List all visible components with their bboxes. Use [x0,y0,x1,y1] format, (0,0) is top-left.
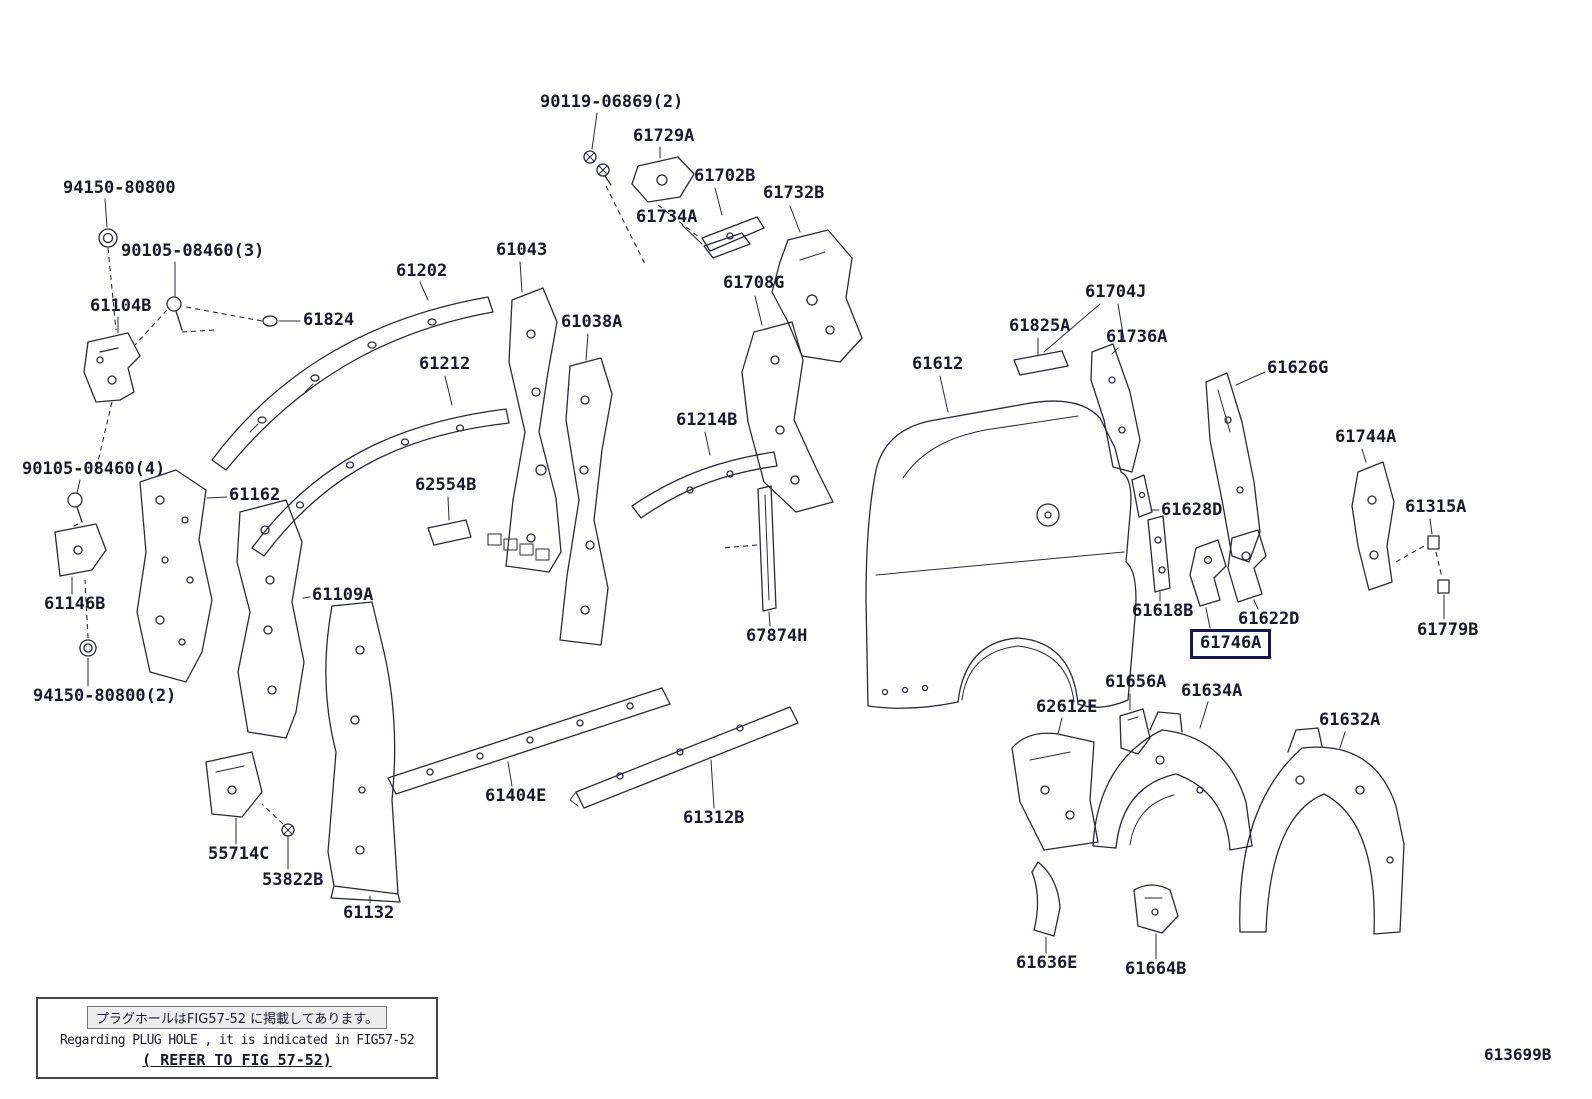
part-61636e-drawing [1031,861,1061,954]
part-label-94150-80800-2[interactable]: 94150-80800(2) [33,686,177,706]
part-label-61824[interactable]: 61824 [303,310,355,330]
part-label-61632a[interactable]: 61632A [1319,710,1381,730]
part-61664b-drawing [1133,884,1179,960]
part-label-61825a[interactable]: 61825A [1009,316,1071,336]
part-61618b-drawing [1147,515,1171,602]
note-line-reference: ( REFER TO FIG 57-52) [142,1051,332,1069]
fastener-90105-08460-4 [67,479,83,529]
part-61404e-drawing [387,687,671,795]
part-label-61038a[interactable]: 61038A [561,312,623,332]
note-line-english: Regarding PLUG HOLE , it is indicated in… [59,1033,415,1048]
part-label-61634a[interactable]: 61634A [1181,681,1243,701]
part-label-61708g[interactable]: 61708G [723,273,785,293]
part-label-90119-06869[interactable]: 90119-06869(2) [540,92,684,112]
part-61729a-drawing [631,146,701,239]
part-label-61043[interactable]: 61043 [496,240,548,260]
part-label-61734a[interactable]: 61734A [636,207,698,227]
part-label-67874h[interactable]: 67874H [746,626,808,646]
fastener-94150-80800-2 [79,579,97,687]
part-label-94150-80800[interactable]: 94150-80800 [63,178,176,198]
screw-53822b [261,803,295,870]
part-label-61622d[interactable]: 61622D [1238,609,1300,629]
part-61744a-drawing [1351,448,1395,591]
part-61132-drawing [325,601,401,904]
part-label-61212[interactable]: 61212 [419,354,471,374]
part-label-61626g[interactable]: 61626G [1267,358,1329,378]
part-label-55714c[interactable]: 55714C [208,844,270,864]
part-61312b-drawing [569,706,799,809]
part-label-61146b[interactable]: 61146B [44,594,106,614]
part-61634a-drawing [1092,701,1253,851]
part-61732b-drawing [771,205,863,363]
part-61043-drawing [487,261,562,573]
part-61212-drawing [251,375,510,557]
part-61162-drawing [136,469,228,683]
part-label-61628d[interactable]: 61628D [1161,500,1223,520]
part-61626g-drawing [1205,371,1266,563]
part-label-61202[interactable]: 61202 [396,261,448,281]
part-label-90105-08460-4[interactable]: 90105-08460(4) [22,459,166,479]
part-61104b-drawing [83,316,141,471]
part-label-61664b[interactable]: 61664B [1125,959,1187,979]
part-label-61729a[interactable]: 61729A [633,126,695,146]
part-label-61132[interactable]: 61132 [343,903,395,923]
plug-hole-note: プラグホールはFIG57-52 に掲載してあります。 Regarding PLU… [36,997,438,1079]
part-label-61104b[interactable]: 61104B [90,296,152,316]
part-label-62554b[interactable]: 62554B [415,475,477,495]
part-label-61744a[interactable]: 61744A [1335,427,1397,447]
part-label-61315a[interactable]: 61315A [1405,497,1467,517]
part-61612-drawing [865,375,1137,709]
part-label-61736a[interactable]: 61736A [1106,327,1168,347]
part-61736a-drawing [1090,343,1141,473]
part-label-62612e[interactable]: 62612E [1036,697,1098,717]
part-label-61404e[interactable]: 61404E [485,786,547,806]
clip-61315a [1395,518,1443,579]
part-label-61312b[interactable]: 61312B [683,808,745,828]
part-67874h-drawing [721,485,777,627]
part-62554b-drawing [427,496,472,546]
part-61628d-drawing [1131,474,1160,518]
part-61109a-drawing [236,499,311,739]
part-61746a-drawing [1189,539,1227,629]
note-line-japanese: プラグホールはFIG57-52 に掲載してあります。 [86,1006,388,1029]
part-61825a-drawing [1013,337,1069,376]
part-61656a-drawing [1119,693,1151,755]
part-55714c-drawing [205,751,263,845]
diagram-doc-number: 613699B [1484,1045,1552,1064]
part-61824-grommet [185,306,301,327]
part-62612e-drawing [1011,717,1099,851]
part-label-61109a[interactable]: 61109A [312,585,374,605]
bracket-lines-61704j [1043,303,1125,353]
part-61038a-drawing [559,333,613,646]
part-label-61636e[interactable]: 61636E [1016,953,1078,973]
part-61214b-drawing [631,431,778,519]
part-61734a-drawing [681,224,751,259]
fastener-90105-08460-3 [134,261,215,346]
part-label-61702b[interactable]: 61702B [694,166,756,186]
part-61702b-drawing [701,187,765,252]
screws-90119-06869 [583,112,647,267]
part-label-61214b[interactable]: 61214B [676,410,738,430]
part-label-61618b[interactable]: 61618B [1132,601,1194,621]
part-label-61612[interactable]: 61612 [912,354,964,374]
clip-61779b [1437,579,1450,620]
part-label-61779b[interactable]: 61779B [1417,620,1479,640]
part-61622d-drawing [1227,529,1267,610]
part-label-53822b[interactable]: 53822B [262,870,324,890]
part-label-61704j[interactable]: 61704J [1085,282,1147,302]
part-61708g-drawing [741,295,834,513]
part-label-61162[interactable]: 61162 [229,485,281,505]
part-label-90105-08460-3[interactable]: 90105-08460(3) [121,241,265,261]
part-label-61732b[interactable]: 61732B [763,183,825,203]
part-61146b-drawing [54,523,107,595]
part-61202-drawing [211,281,494,471]
part-label-61746a-selected[interactable]: 61746A [1190,629,1272,659]
part-label-61656a[interactable]: 61656A [1105,672,1167,692]
fastener-94150-80800 [98,198,118,331]
part-61632a-drawing [1239,727,1405,935]
